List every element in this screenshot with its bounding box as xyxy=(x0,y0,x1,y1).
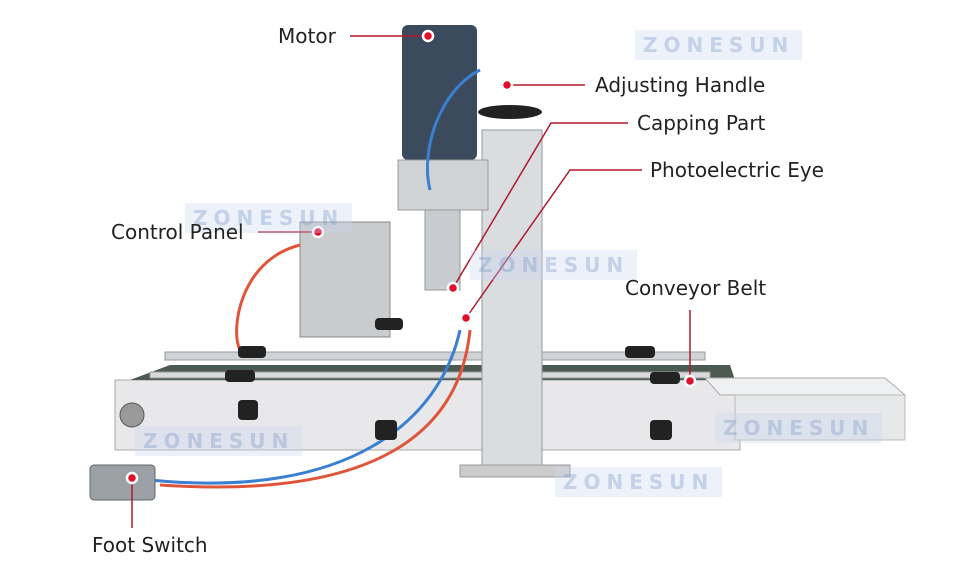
foot-switch-body xyxy=(89,464,156,501)
blue-hose xyxy=(425,68,481,191)
knobs xyxy=(225,318,680,440)
label-motor: Motor xyxy=(278,24,336,48)
capping-head xyxy=(397,159,489,211)
conveyor-frame xyxy=(114,379,741,451)
belt-roller xyxy=(119,402,145,428)
capping-shaft xyxy=(424,209,461,291)
red-hose xyxy=(159,329,472,489)
watermark: ZONESUN xyxy=(470,250,638,280)
motor-body xyxy=(402,25,477,160)
label-photoelectric-eye: Photoelectric Eye xyxy=(650,158,824,182)
watermark: ZONESUN xyxy=(715,413,883,443)
control-box xyxy=(299,221,391,338)
label-control-panel: Control Panel xyxy=(111,220,244,244)
leader-lines xyxy=(131,35,691,528)
blue-hose xyxy=(149,329,462,485)
label-foot-switch: Foot Switch xyxy=(92,533,208,557)
column xyxy=(481,129,543,476)
handwheel xyxy=(478,105,542,119)
watermark: ZONESUN xyxy=(555,467,723,497)
label-capping-part: Capping Part xyxy=(637,111,766,135)
red-hose xyxy=(235,243,301,351)
conveyor-rail xyxy=(164,351,706,361)
label-conveyor-belt: Conveyor Belt xyxy=(625,276,767,300)
watermark: ZONESUN xyxy=(635,30,803,60)
conveyor-rail xyxy=(149,371,711,379)
base-plate xyxy=(459,464,571,478)
extension-tray xyxy=(703,377,907,396)
extension-tray-side xyxy=(734,394,906,441)
watermark: ZONESUN xyxy=(135,426,303,456)
label-adjusting-handle: Adjusting Handle xyxy=(595,73,766,97)
callout-dots xyxy=(125,29,697,485)
watermark: ZONESUN xyxy=(185,203,353,233)
